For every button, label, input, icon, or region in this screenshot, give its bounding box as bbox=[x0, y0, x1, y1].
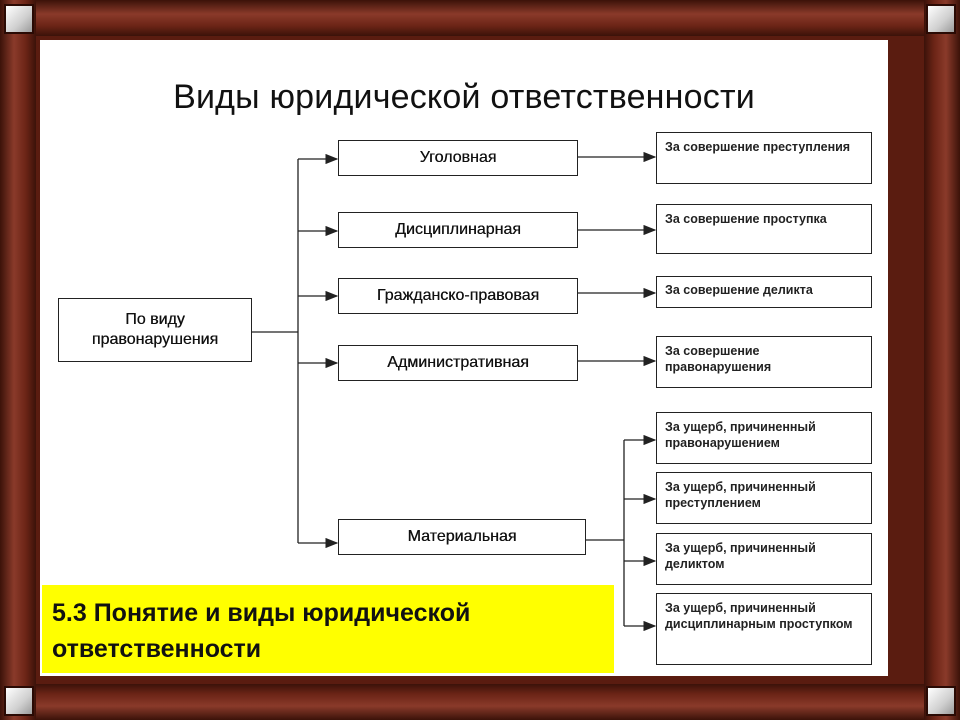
frame-corner-bottom-left bbox=[4, 686, 34, 716]
type-node-criminal: Уголовная bbox=[338, 140, 578, 176]
type-node-label: Уголовная bbox=[419, 149, 497, 166]
type-node-label: Гражданско-правовая bbox=[376, 287, 540, 304]
result-node-label: За ущерб, причиненный деликтом bbox=[665, 541, 816, 571]
result-node-label: За совершение правонарушения bbox=[665, 344, 772, 374]
result-node: За ущерб, причиненный правонарушением bbox=[656, 412, 872, 464]
result-node-label: За совершение проступка bbox=[665, 212, 827, 226]
result-node-label: За ущерб, причиненный правонарушением bbox=[665, 420, 816, 450]
root-node-label: По виду правонарушения bbox=[91, 311, 219, 348]
slide-title: Виды юридической ответственности bbox=[173, 78, 755, 116]
frame-corner-top-left bbox=[4, 4, 34, 34]
type-node-label: Административная bbox=[387, 354, 529, 371]
type-node-disciplinary: Дисциплинарная bbox=[338, 212, 578, 248]
type-node-material: Материальная bbox=[338, 519, 586, 555]
root-node: По виду правонарушения bbox=[58, 298, 252, 362]
frame-corner-bottom-right bbox=[926, 686, 956, 716]
connector-lines bbox=[252, 151, 657, 632]
frame-corner-top-right bbox=[926, 4, 956, 34]
result-node: За ущерб, причиненный дисциплинарным про… bbox=[656, 593, 872, 665]
slide: Виды юридической ответственности bbox=[40, 40, 888, 676]
section-banner: 5.3 Понятие и виды юридической ответстве… bbox=[42, 585, 614, 673]
result-node: За совершение проступка bbox=[656, 204, 872, 254]
result-node-label: За совершение преступления bbox=[665, 140, 851, 154]
result-node-label: За ущерб, причиненный преступлением bbox=[665, 480, 816, 510]
result-node: За совершение преступления bbox=[656, 132, 872, 184]
result-node: За совершение деликта bbox=[656, 276, 872, 308]
result-node: За ущерб, причиненный преступлением bbox=[656, 472, 872, 524]
result-node: За ущерб, причиненный деликтом bbox=[656, 533, 872, 585]
type-node-civil: Гражданско-правовая bbox=[338, 278, 578, 314]
result-node-label: За ущерб, причиненный дисциплинарным про… bbox=[665, 601, 853, 631]
type-node-administrative: Административная bbox=[338, 345, 578, 381]
type-node-label: Дисциплинарная bbox=[395, 221, 521, 238]
result-node: За совершение правонарушения bbox=[656, 336, 872, 388]
type-node-label: Материальная bbox=[407, 528, 517, 545]
result-node-label: За совершение деликта bbox=[665, 283, 813, 297]
